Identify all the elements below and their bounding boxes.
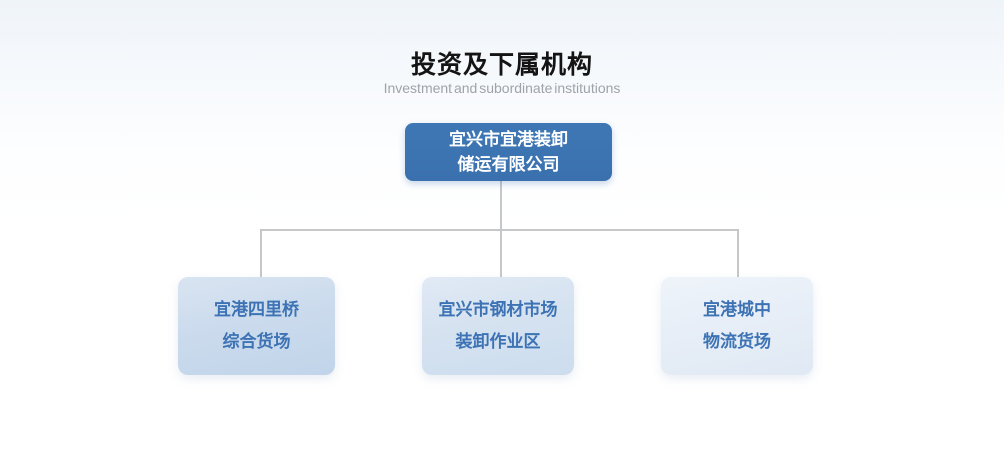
connector-right-vertical <box>737 229 739 278</box>
org-node-child-2-label-line1: 宜兴市钢材市场 <box>438 300 558 319</box>
connector-horizontal-bar <box>260 229 739 231</box>
org-node-child-2: 宜兴市钢材市场 装卸作业区 <box>422 277 574 375</box>
page-subtitle: Investment and subordinate institutions <box>383 80 621 96</box>
connector-middle-vertical <box>500 229 502 278</box>
org-node-child-3: 宜港城中 物流货场 <box>661 277 813 375</box>
org-node-root-label-line2: 储运有限公司 <box>457 155 560 174</box>
org-node-root: 宜兴市宜港装卸 储运有限公司 <box>405 123 612 181</box>
page-title: 投资及下属机构 <box>410 51 593 79</box>
org-node-child-3-label-line2: 物流货场 <box>703 332 771 351</box>
connector-left-vertical <box>260 229 262 278</box>
org-node-child-3-label-line1: 宜港城中 <box>703 300 771 319</box>
org-node-child-1-label-line1: 宜港四里桥 <box>214 300 299 319</box>
org-node-child-2-label-line2: 装卸作业区 <box>455 332 541 351</box>
org-node-root-label-line1: 宜兴市宜港装卸 <box>449 130 568 149</box>
connector-root-vertical <box>500 181 502 230</box>
org-node-child-1-label-line2: 综合货场 <box>222 332 291 351</box>
org-node-child-1: 宜港四里桥 综合货场 <box>178 277 335 375</box>
